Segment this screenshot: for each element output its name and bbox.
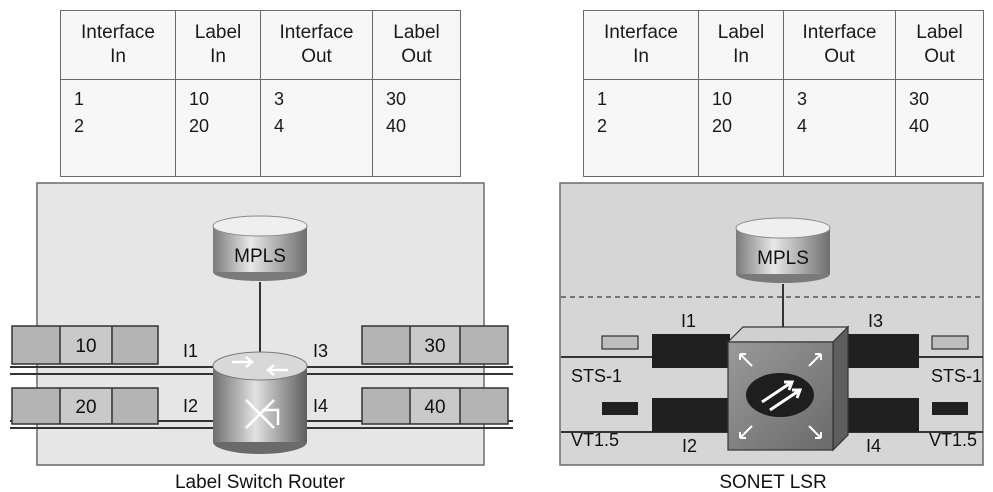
sonet-interface-i2: I2: [682, 436, 697, 456]
lsr-packet-label-40: 40: [424, 397, 445, 418]
lsr-packet-label-10: 10: [75, 336, 96, 357]
lsr-interface-i3: I3: [313, 341, 328, 361]
lsr-packet-out-top: [361, 325, 509, 365]
sonet-interface-i4: I4: [866, 436, 881, 456]
sonet-signal-vt15-left: VT1.5: [571, 430, 619, 450]
sonet-signal-sts1-right: STS-1: [931, 366, 982, 386]
router-icon: [212, 351, 308, 454]
sonet-bars: [652, 334, 919, 432]
lsr-mpls-label: MPLS: [234, 246, 286, 267]
lsr-packet-in-top: [11, 325, 159, 365]
lsr-interface-i2: I2: [183, 396, 198, 416]
sonet-interface-i1: I1: [681, 311, 696, 331]
sts1-right-marker: [931, 335, 969, 350]
sonet-switch-cube-icon: [726, 325, 850, 452]
sonet-signal-sts1-left: STS-1: [571, 366, 622, 386]
vt15-right-marker: [932, 402, 968, 415]
sts1-left-marker: [601, 335, 639, 350]
sonet-caption: SONET LSR: [719, 472, 826, 492]
sonet-signal-vt15-right: VT1.5: [929, 430, 977, 450]
sonet-interface-i3: I3: [868, 311, 883, 331]
lsr-mpls-cylinder: [212, 215, 308, 281]
lsr-caption: Label Switch Router: [175, 472, 346, 492]
sonet-mpls-cylinder: [735, 217, 831, 283]
lsr-packet-out-bottom: [361, 387, 509, 425]
lsr-packet-label-30: 30: [424, 336, 445, 357]
vt15-left-marker: [602, 402, 638, 415]
sonet-mpls-label: MPLS: [757, 248, 809, 269]
lsr-packet-label-20: 20: [75, 397, 96, 418]
lsr-interface-i1: I1: [183, 341, 198, 361]
lsr-interface-i4: I4: [313, 396, 328, 416]
lsr-packet-in-bottom: [11, 387, 159, 425]
